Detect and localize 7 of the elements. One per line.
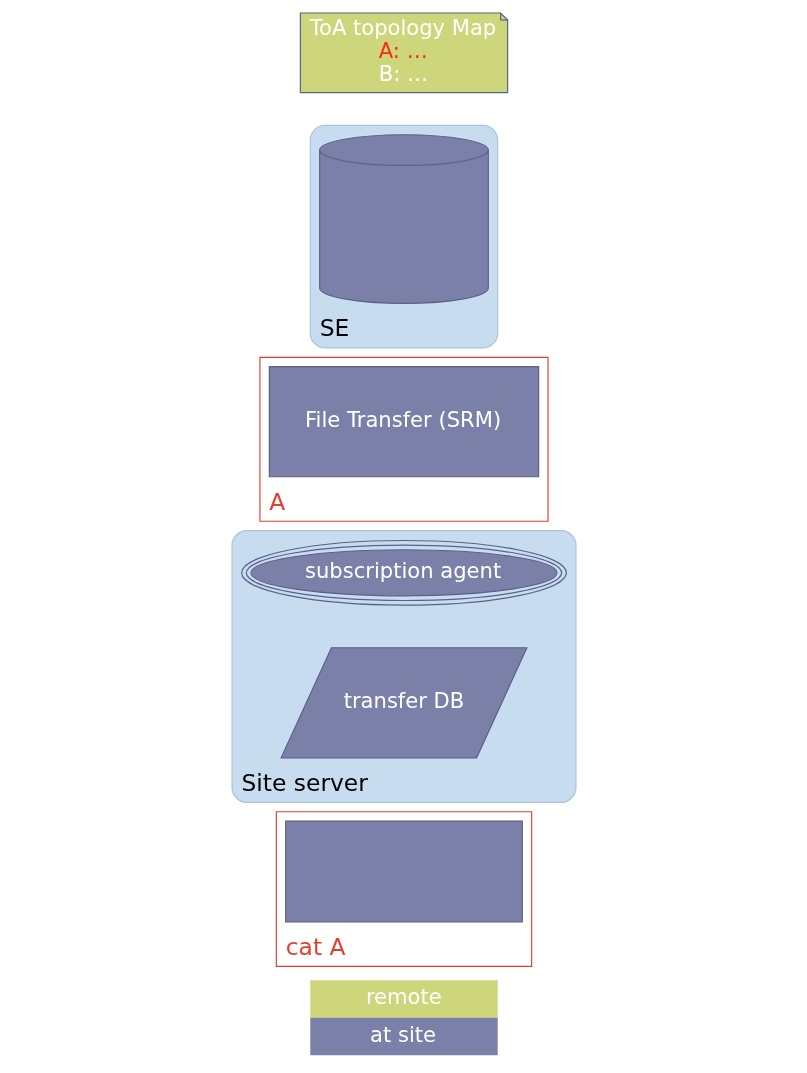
cluster: cat A [275,811,532,967]
legend-label: at site [369,1021,436,1047]
node-box [284,820,523,923]
node-box: File Transfer (SRM) [268,366,539,478]
cluster: SE [309,124,498,349]
node-ellipse: subscription agent [240,539,567,606]
legend-label: remote [365,984,442,1010]
